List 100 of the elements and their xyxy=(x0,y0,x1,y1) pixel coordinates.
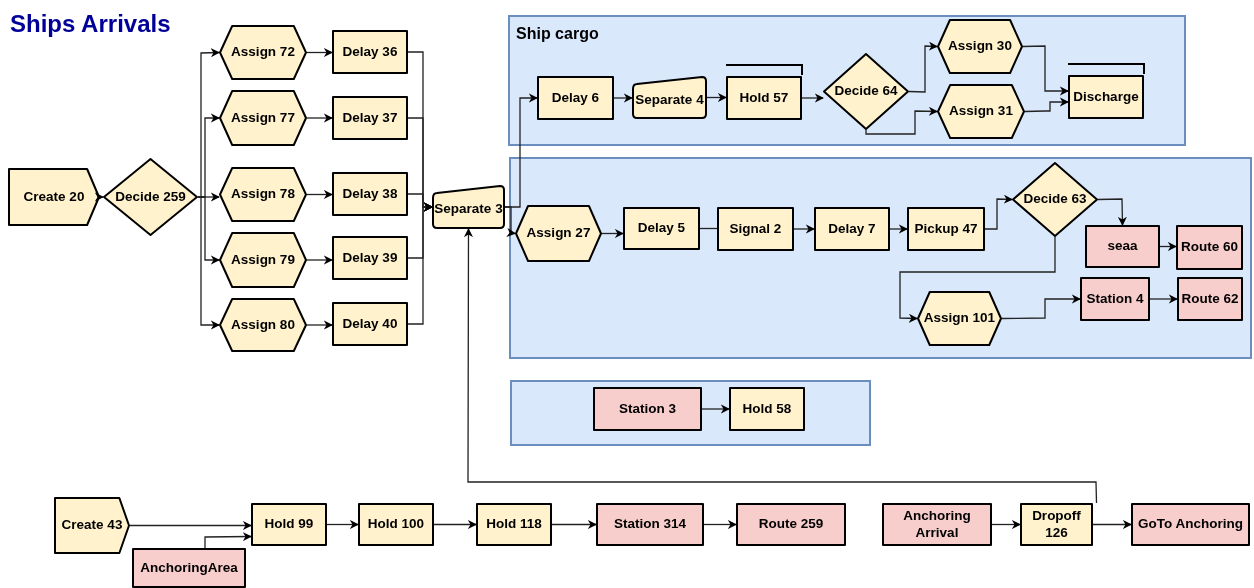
group-panel xyxy=(510,380,871,446)
process-box xyxy=(907,207,985,251)
connector-arrow xyxy=(1022,45,1069,96)
process-box xyxy=(717,207,794,251)
process-box xyxy=(623,207,700,250)
connector-arrow xyxy=(908,41,938,93)
node-label: Decide 64 xyxy=(834,83,898,100)
node-label: Station 314 xyxy=(614,516,686,533)
connector-arrow xyxy=(889,224,908,234)
node-label: Hold 100 xyxy=(367,516,425,533)
node-label: Anchoring Arrival xyxy=(902,508,972,541)
connector-arrow xyxy=(551,519,597,530)
assign-hexagon xyxy=(219,298,307,352)
connector-arrow xyxy=(407,202,433,325)
connector-arrow xyxy=(197,48,220,198)
separate-shape xyxy=(632,76,707,119)
node-label: Assign 30 xyxy=(948,38,1012,55)
process-box xyxy=(596,503,704,546)
connector-arrow xyxy=(504,206,516,237)
assign-hexagon xyxy=(515,205,602,262)
node-label: Discharge xyxy=(1073,88,1139,106)
node-label: Station 3 xyxy=(619,400,676,418)
connector-arrow xyxy=(984,194,1013,230)
process-box xyxy=(251,503,327,546)
node-label: Hold 57 xyxy=(739,89,789,107)
connector-arrow xyxy=(701,404,730,414)
node-label: Separate 4 xyxy=(635,90,704,109)
node-label: Signal 2 xyxy=(729,220,782,238)
assign-hexagon xyxy=(219,232,307,288)
node-label: Dropoff 126 xyxy=(1031,508,1082,541)
node-label: Create 20 xyxy=(23,188,85,206)
assign-hexagon xyxy=(219,167,307,222)
connector-arrow xyxy=(306,113,333,123)
node-label: Hold 99 xyxy=(264,516,314,533)
node-label: Assign 31 xyxy=(949,103,1013,120)
node-label: seaa xyxy=(1107,238,1138,255)
process-box xyxy=(1131,503,1250,546)
process-box xyxy=(332,236,408,280)
node-label: Pickup 47 xyxy=(914,220,978,238)
connector-arrow xyxy=(899,236,1056,323)
node-label: Assign 72 xyxy=(231,44,295,61)
group-title: Ship cargo xyxy=(516,25,599,43)
process-box xyxy=(1068,75,1144,119)
node-label: Assign 27 xyxy=(526,225,591,242)
node-label: Separate 3 xyxy=(434,200,503,218)
connector-arrow xyxy=(703,519,737,530)
node-label: Assign 79 xyxy=(231,251,295,269)
process-box xyxy=(332,302,408,346)
decision-diamond xyxy=(823,53,909,130)
assign-hexagon xyxy=(937,19,1023,74)
connector-arrow xyxy=(197,196,220,330)
node-label: Assign 78 xyxy=(231,186,295,203)
connector-arrow xyxy=(433,519,477,530)
assign-hexagon xyxy=(937,84,1025,139)
process-box xyxy=(726,76,802,120)
create-pentagon xyxy=(54,497,130,554)
node-label: Route 62 xyxy=(1181,290,1239,308)
group-panel xyxy=(508,15,1186,146)
node-label: Delay 6 xyxy=(551,89,600,107)
connector-arrow xyxy=(326,519,359,530)
connector-arrow xyxy=(706,92,727,103)
process-box xyxy=(132,548,246,588)
node-label: Route 60 xyxy=(1181,239,1238,256)
node-label: Decide 259 xyxy=(115,188,186,206)
process-box xyxy=(1085,225,1160,268)
process-box xyxy=(332,172,408,216)
node-label: Assign 77 xyxy=(231,109,295,127)
process-box xyxy=(814,207,890,251)
connector-arrow xyxy=(601,228,624,239)
node-label: Delay 40 xyxy=(342,315,398,333)
node-label: Delay 7 xyxy=(828,220,876,238)
node-label: Route 259 xyxy=(758,516,824,533)
node-label: AnchoringArea xyxy=(140,559,238,577)
process-box xyxy=(1020,503,1093,546)
connector-arrow xyxy=(865,106,938,135)
connector-arrow xyxy=(1149,294,1178,304)
node-label: Delay 38 xyxy=(342,185,398,203)
connector-arrow xyxy=(204,532,252,549)
connector-arrow xyxy=(1092,519,1132,530)
assign-hexagon xyxy=(219,25,307,80)
connector-arrow xyxy=(1001,294,1081,320)
connector-arrow xyxy=(306,189,333,200)
create-pentagon xyxy=(8,168,100,226)
connector-arrow xyxy=(991,519,1021,530)
process-box xyxy=(358,503,434,546)
decision-diamond xyxy=(1012,162,1098,237)
connector-arrow xyxy=(1097,198,1127,226)
node-label: Hold 118 xyxy=(486,516,542,533)
connector-arrow xyxy=(613,93,633,103)
assign-hexagon xyxy=(219,90,307,146)
node-label: Decide 63 xyxy=(1023,191,1087,208)
connector-arrow xyxy=(306,255,333,265)
connector-arrow xyxy=(463,228,1098,504)
process-box xyxy=(593,387,702,431)
connector-arrow xyxy=(1159,241,1177,252)
connector-arrow xyxy=(129,520,252,531)
node-label: Assign 101 xyxy=(923,310,996,327)
node-label: Delay 5 xyxy=(637,220,686,237)
connector-arrow xyxy=(306,47,333,58)
connector-arrow xyxy=(801,93,824,103)
